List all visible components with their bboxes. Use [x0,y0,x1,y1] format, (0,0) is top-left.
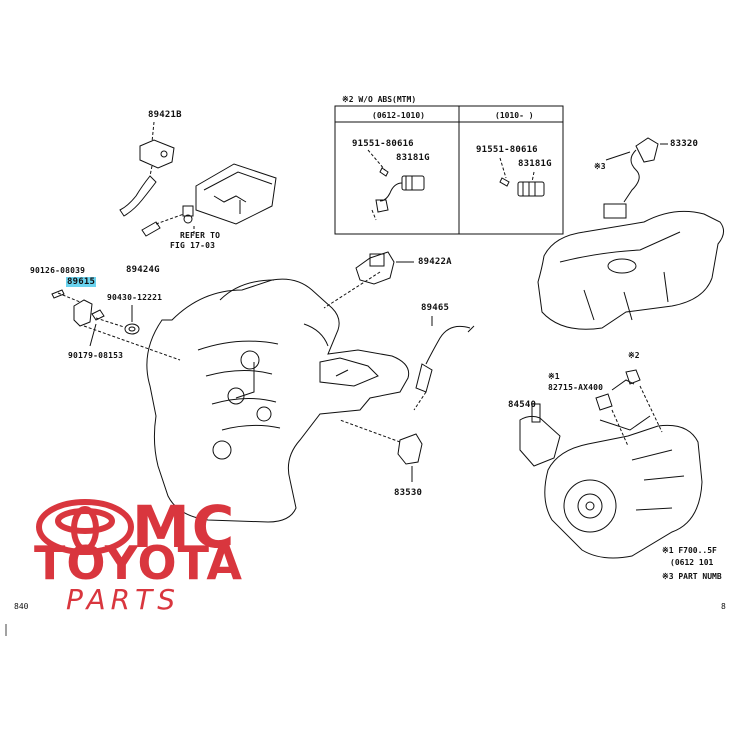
abs-box-col1: (0612-1010) [372,111,425,120]
speed-sensor-right-icon [499,157,545,197]
part-label-91551-b[interactable]: 91551-80616 [476,145,538,155]
abs-box-title: ※2 W/O ABS(MTM) [342,95,417,104]
leader-lines [193,209,377,236]
footnote-1: ※1 F700..5F [662,546,717,555]
transmission-icon [519,369,703,559]
part-label-89421b[interactable]: 89421B [148,110,182,120]
part-label-90126-08039[interactable]: 90126-08039 [30,266,86,275]
part-label-83181g-b[interactable]: 83181G [518,159,552,169]
throttle-sensor-icon [323,251,414,309]
part-label-83181g-a[interactable]: 83181G [396,153,430,163]
fuel-tank-icon [537,137,724,330]
footnote-1-dates: (0612 101 [670,558,714,567]
part-label-83530[interactable]: 83530 [394,488,423,498]
fig-reference-link[interactable]: FIG 17-03 [170,241,216,250]
oxygen-sensor-icon [413,316,475,411]
part-label-89615[interactable]: 89615 [66,277,97,287]
crank-sensor-icon [51,289,181,361]
part-label-89465[interactable]: 89465 [421,303,450,313]
speed-sensor-left-icon [367,149,425,213]
map-sensor-icon [119,121,175,217]
part-label-89422a[interactable]: 89422A [418,257,452,267]
logo-parts-text: PARTS [66,583,180,616]
intake-chamber-icon [141,163,277,237]
logo-toyota-text: TOYOTA [34,536,244,590]
note-mark-1: ※1 [548,372,560,381]
part-label-90430-12221[interactable]: 90430-12221 [107,293,163,302]
note-mark-2: ※2 [628,351,640,360]
logo-mc-text: MC [132,493,237,561]
footer-code-left: 840 [14,602,29,611]
abs-box-col2: (1010- ) [495,111,534,120]
note-mark-3: ※3 [594,162,606,171]
part-label-89424g[interactable]: 89424G [126,265,160,275]
part-label-91551-a[interactable]: 91551-80616 [352,139,414,149]
oil-pressure-switch-icon [339,419,423,482]
part-label-83320[interactable]: 83320 [670,139,699,149]
engine-block-icon [146,278,410,523]
abs-variant-box [334,105,564,235]
part-label-90179-08153[interactable]: 90179-08153 [68,351,124,360]
toyota-emblem-logo [36,499,134,555]
part-label-84540[interactable]: 84540 [508,400,537,410]
footnote-3: ※3 PART NUMB [662,572,722,581]
footer-code-right: 8 [721,602,726,611]
refer-to-label: REFER TO [180,231,221,240]
part-label-82715-ax400[interactable]: 82715-AX400 [548,383,604,392]
